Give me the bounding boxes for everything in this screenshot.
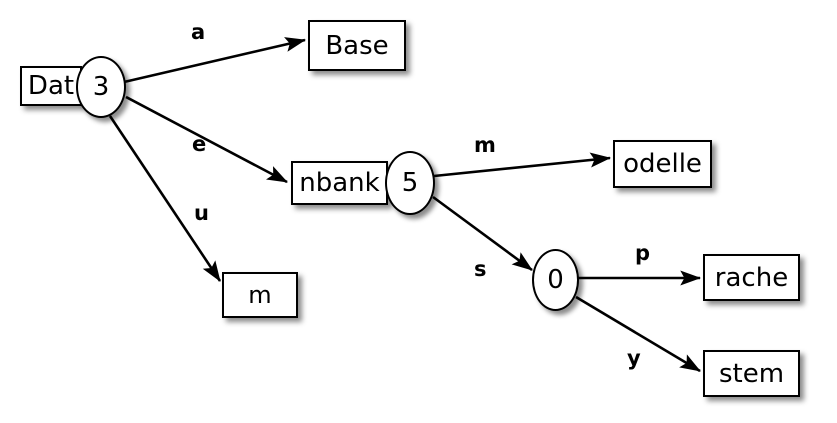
graph-node-n3[interactable]: 3	[76, 56, 126, 118]
edge-label-y-n0-stem: y	[627, 346, 641, 370]
edge-label-m-n5-odelle: m	[474, 133, 496, 157]
node-label-rache: rache	[714, 262, 789, 293]
graph-node-odelle[interactable]: odelle	[613, 140, 712, 188]
graph-edge-n5-to-odelle[interactable]	[433, 152, 612, 178]
edge-label-p-n0-rache: p	[635, 241, 651, 265]
graph-node-dat[interactable]: Dat	[20, 66, 82, 106]
graph-edge-n3-to-base[interactable]	[123, 37, 307, 84]
node-label-m_box: m	[248, 281, 272, 309]
graph-edge-n3-to-nbank[interactable]	[125, 95, 288, 184]
node-label-n3: 3	[92, 72, 110, 102]
edge-label-s-n5-n0: s	[474, 257, 487, 281]
graph-node-m_box[interactable]: m	[222, 272, 298, 318]
edge-label-a-n3-base: a	[191, 20, 206, 44]
graph-node-base[interactable]: Base	[308, 20, 406, 71]
node-label-base: Base	[325, 30, 389, 61]
graph-node-nbank[interactable]: nbank	[291, 161, 388, 205]
node-label-nbank: nbank	[299, 168, 380, 198]
node-label-odelle: odelle	[623, 149, 702, 179]
node-label-dat: Dat	[27, 71, 75, 101]
graph-edge-n0-to-stem[interactable]	[575, 295, 701, 373]
graph-node-n5[interactable]: 5	[385, 151, 435, 215]
graph-node-n0[interactable]: 0	[532, 249, 579, 311]
node-label-n5: 5	[401, 168, 419, 198]
graph-node-rache[interactable]: rache	[703, 254, 800, 301]
edge-label-u-n3-m_box: u	[194, 201, 209, 225]
graph-node-stem[interactable]: stem	[703, 350, 800, 397]
node-label-n0: 0	[547, 265, 564, 295]
graph-edge-n5-to-n0[interactable]	[432, 195, 533, 272]
node-label-stem: stem	[718, 358, 785, 389]
graph-edge-n3-to-m_box[interactable]	[108, 115, 222, 282]
